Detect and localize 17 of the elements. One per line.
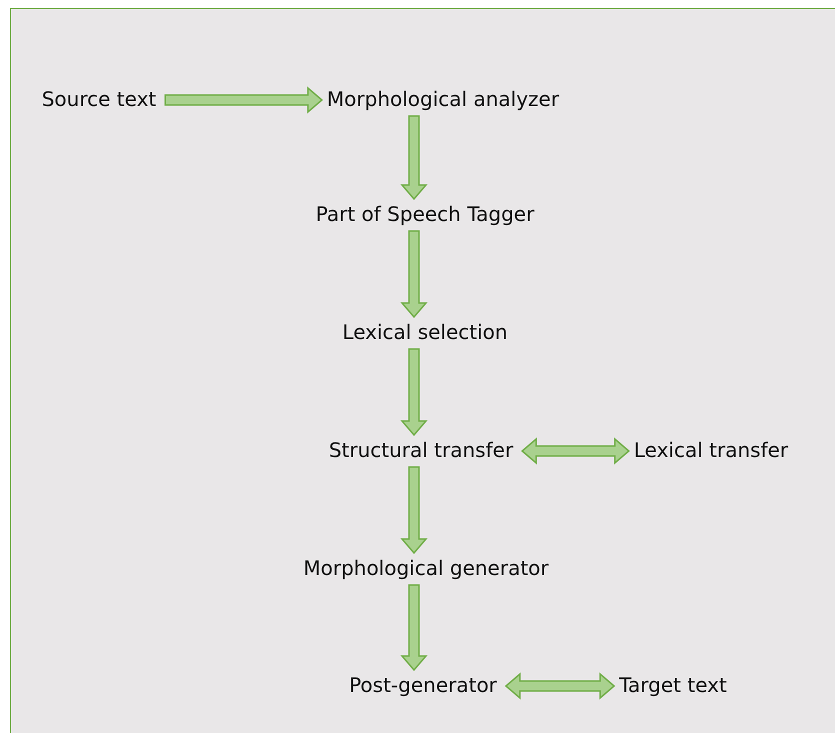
block-arrow — [164, 86, 324, 114]
step-label: Post-generator — [349, 673, 497, 697]
block-arrow — [521, 437, 630, 465]
step-label: Structural transfer — [328, 438, 514, 462]
step-label: Part of Speech Tagger — [316, 202, 534, 226]
block-arrow — [400, 230, 428, 318]
block-arrow — [400, 348, 428, 436]
block-arrow — [400, 584, 428, 672]
block-arrow — [400, 115, 428, 200]
step-label: Lexical transfer — [634, 438, 788, 462]
step-label: Lexical selection — [342, 320, 508, 344]
step-label: Target text — [619, 673, 727, 697]
step-label: Source text — [42, 87, 156, 111]
step-label: Morphological generator — [303, 556, 549, 580]
block-arrow — [400, 466, 428, 554]
block-arrow — [504, 672, 616, 700]
step-label: Morphological analyzer — [326, 87, 560, 111]
